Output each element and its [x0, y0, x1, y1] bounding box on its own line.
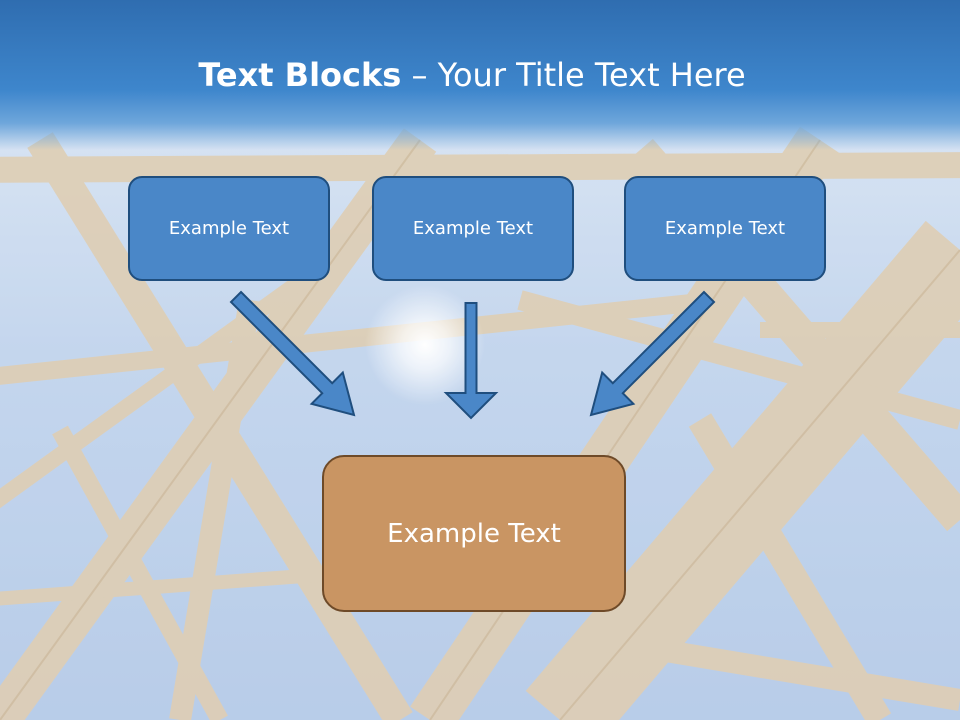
- arrow-right-diagonal: [589, 290, 716, 417]
- text-block-3-label: Example Text: [664, 218, 786, 239]
- text-block-2: Example Text: [372, 176, 574, 281]
- arrow-down-center: [443, 302, 499, 420]
- title-dash: –: [401, 56, 438, 94]
- text-block-1-label: Example Text: [168, 218, 290, 239]
- title-bar: [0, 0, 960, 150]
- title-regular-text: Your Title Text Here: [437, 56, 746, 94]
- slide-title: Text Blocks – Your Title Text Here: [0, 52, 944, 98]
- title-bold-text: Text Blocks: [198, 56, 402, 94]
- central-text-block-label: Example Text: [387, 518, 561, 549]
- text-block-1: Example Text: [128, 176, 330, 281]
- central-text-block: Example Text: [322, 455, 626, 612]
- text-block-2-label: Example Text: [412, 218, 534, 239]
- arrow-left-diagonal: [229, 290, 356, 417]
- text-block-3: Example Text: [624, 176, 826, 281]
